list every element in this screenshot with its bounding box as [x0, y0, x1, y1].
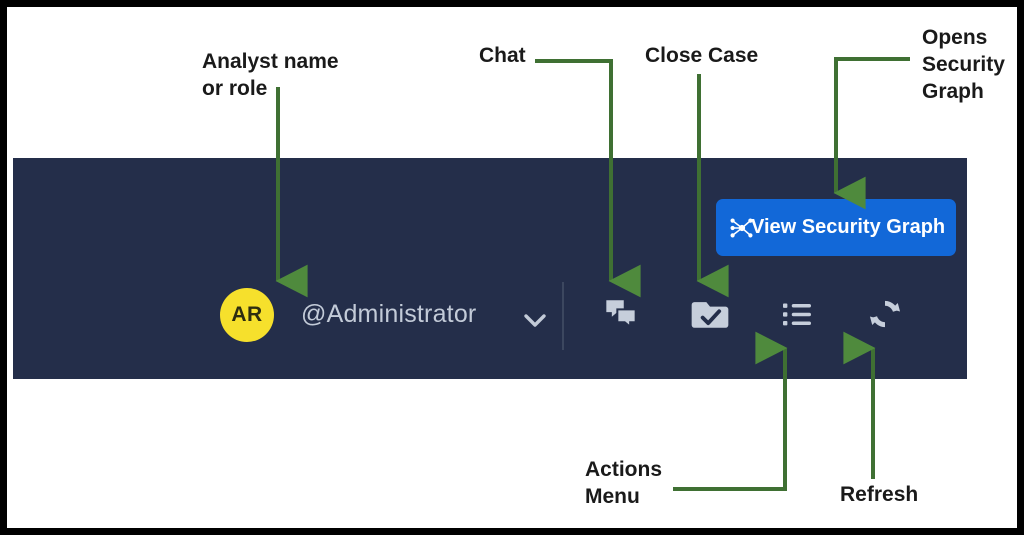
annotation-actions-menu: Actions Menu — [585, 458, 663, 508]
view-security-graph-button[interactable]: View Security Graph — [716, 199, 956, 256]
chat-icon[interactable] — [597, 290, 645, 338]
annotation-close-case: Close Case — [645, 44, 759, 67]
actions-menu-icon[interactable] — [773, 290, 821, 338]
close-case-icon[interactable] — [686, 290, 734, 338]
avatar[interactable]: AR — [220, 288, 274, 342]
annotation-opens-security-graph: Opens Security Graph — [922, 26, 1005, 103]
annotation-refresh: Refresh — [840, 483, 919, 506]
toolbar-divider — [562, 282, 564, 350]
analyst-name-label: @Administrator — [301, 300, 477, 328]
view-security-graph-label: View Security Graph — [751, 216, 946, 238]
graph-nodes-icon — [729, 215, 755, 241]
chevron-down-icon[interactable] — [518, 306, 552, 336]
avatar-initials: AR — [231, 303, 263, 326]
refresh-icon[interactable] — [861, 290, 909, 338]
case-toolbar: AR @Administrator — [13, 158, 967, 379]
annotation-chat: Chat — [479, 44, 526, 67]
annotation-analyst-name: Analyst name or role — [202, 50, 339, 100]
